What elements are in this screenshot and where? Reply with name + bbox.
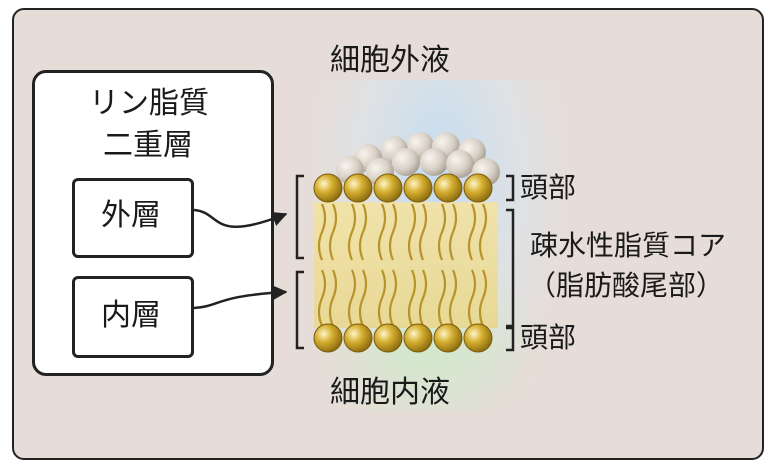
inner-head-row [313, 323, 493, 353]
inner-layer-arrow [193, 285, 288, 310]
inner-layer-bracket [295, 270, 304, 350]
head-top-bracket [506, 174, 515, 202]
outer-layer-label: 外層 [101, 198, 161, 233]
outer-layer-box: 外層 [72, 178, 194, 258]
head-top-label: 頭部 [520, 171, 577, 204]
inner-layer-box: 内層 [72, 276, 194, 358]
fatty-acid-tails [314, 202, 498, 328]
panel-title-line1: リン脂質 [89, 86, 209, 121]
extracellular-fluid-label: 細胞外液 [330, 43, 450, 78]
core-label-line1: 疎水性脂質コア [530, 229, 727, 262]
panel-title-line2: 二重層 [103, 128, 193, 163]
outer-layer-arrow [193, 208, 288, 228]
left-brackets [295, 174, 304, 350]
outer-layer-bracket [295, 174, 304, 260]
inner-layer-label: 内層 [101, 298, 161, 333]
head-bottom-bracket [506, 326, 515, 352]
right-brackets [506, 174, 515, 352]
core-label-line2: （脂肪酸尾部） [528, 269, 725, 302]
outer-head-row [313, 173, 493, 203]
core-bracket [506, 208, 515, 328]
callout-arrows [193, 208, 288, 310]
intracellular-fluid-label: 細胞内液 [330, 375, 450, 410]
head-bottom-label: 頭部 [520, 321, 577, 354]
